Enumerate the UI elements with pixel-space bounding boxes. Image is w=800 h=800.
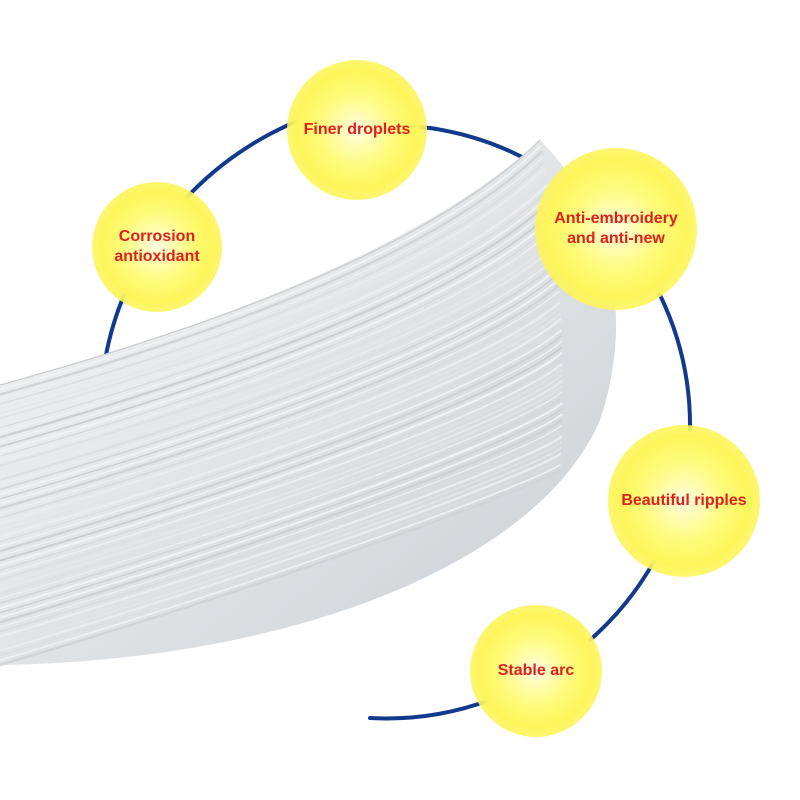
wire-strand [0, 374, 563, 585]
wire-strand [0, 418, 563, 624]
wire-strand [0, 150, 543, 396]
callout-anti-embroidery: Anti-embroidery and anti-new [535, 148, 697, 310]
wire-strand [0, 346, 563, 562]
callout-label: Finer droplets [303, 121, 411, 138]
wire-strand [0, 206, 551, 443]
wire-strand [0, 167, 546, 410]
wire-strand [0, 413, 563, 619]
wire-strand [0, 351, 563, 567]
callout-finer-droplets: Finer droplets [287, 60, 427, 200]
wire-strand [0, 195, 550, 434]
wire-strand [0, 446, 562, 647]
wire-strand [0, 396, 564, 605]
blue-arc-ring [103, 117, 693, 721]
coil-body [0, 140, 617, 665]
wire-strand [0, 273, 559, 500]
wire-strand [0, 441, 562, 642]
wire-strand [0, 178, 548, 420]
wire-strand [0, 391, 563, 600]
wire-strand [0, 144, 542, 391]
wire-strand [0, 228, 554, 462]
wire-strand [0, 257, 557, 486]
wire-strand [0, 262, 558, 491]
wire-strand [0, 301, 561, 524]
wire-strand [0, 200, 551, 439]
wire-strand [0, 234, 555, 467]
wire-strand [0, 408, 563, 614]
callout-stable-arc: Stable arc [470, 605, 602, 737]
callout-label: Stable arc [497, 662, 575, 679]
wire-strand [0, 318, 562, 539]
wire-strand [0, 379, 564, 590]
wire-strand [0, 357, 563, 571]
callout-label: Corrosion antioxidant [114, 228, 200, 265]
wire-coil [0, 139, 617, 667]
callout-label: Anti-embroidery and anti-new [554, 210, 678, 247]
wire-strand [0, 212, 552, 448]
wire-strand [0, 189, 549, 429]
wire-strand [0, 240, 555, 472]
wire-strand [0, 267, 559, 496]
wire-strand [0, 279, 559, 505]
wire-strand [0, 307, 561, 528]
wire-strand [0, 458, 562, 657]
wire-strand [0, 334, 563, 553]
wire-strand [0, 435, 563, 638]
wire-strand [0, 469, 561, 667]
wire-strand [0, 250, 557, 482]
wire-strand [0, 173, 547, 415]
wire-strand [0, 324, 562, 543]
wire-strand [0, 452, 562, 652]
wire-strand [0, 156, 544, 400]
wire-strand [0, 284, 560, 510]
wire-strand [0, 245, 556, 477]
wire-strand [0, 223, 554, 457]
wire-strand [0, 424, 563, 628]
wire-strand [0, 463, 561, 662]
wire-strand [0, 183, 549, 425]
wire-strand [0, 363, 563, 576]
callout-beautiful-ripples: Beautiful ripples [608, 425, 760, 577]
wire-strand [0, 329, 562, 548]
wire-strand [0, 430, 563, 633]
wire-strand [0, 385, 564, 595]
wire-strand [0, 290, 560, 514]
wire-strand [0, 312, 562, 533]
wire-strand [0, 340, 563, 557]
callout-label: Beautiful ripples [621, 492, 747, 509]
wire-strand [0, 217, 553, 453]
wire-strand [0, 139, 541, 386]
wire-strand [0, 161, 545, 405]
wire-strand [0, 368, 564, 581]
wire-strand [0, 295, 561, 519]
callout-corrosion-antioxidant: Corrosion antioxidant [92, 182, 222, 312]
wire-strand [0, 401, 564, 610]
